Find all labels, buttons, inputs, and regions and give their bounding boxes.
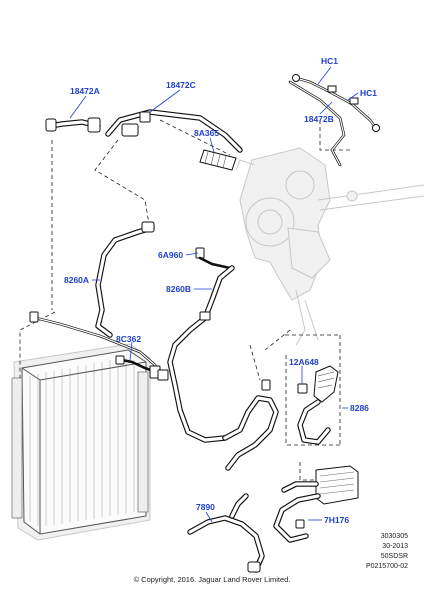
label-8260A[interactable]: 8260A [64, 275, 89, 285]
guide-lines [19, 119, 350, 481]
label-6A960[interactable]: 6A960 [158, 250, 183, 260]
label-HC1-right[interactable]: HC1 [360, 88, 377, 98]
label-8286[interactable]: 8286 [350, 403, 369, 413]
hose-18472B[interactable] [288, 74, 380, 167]
radiator-assembly [11, 343, 151, 541]
diagram-code-4: P0215700-02 [365, 563, 408, 570]
label-18472B[interactable]: 18472B [304, 114, 334, 124]
hose-8260A[interactable] [95, 221, 155, 338]
label-18472C[interactable]: 18472C [166, 80, 196, 90]
hose-7H176[interactable] [273, 481, 321, 543]
hose-18472A[interactable] [45, 117, 101, 133]
diagram-code-2: 30-2013 [382, 543, 408, 550]
label-7890[interactable]: 7890 [196, 502, 215, 512]
engine-ghost [235, 147, 424, 346]
label-18472A[interactable]: 18472A [70, 86, 100, 96]
label-8260B[interactable]: 8260B [166, 284, 191, 294]
label-8A365[interactable]: 8A365 [194, 128, 219, 138]
diagram-code-3: 50SDSR [380, 553, 408, 560]
hose-18472C[interactable] [105, 109, 243, 153]
copyright-notice: © Copyright, 2016. Jaguar Land Rover Lim… [133, 575, 291, 584]
label-HC1-top[interactable]: HC1 [321, 56, 338, 66]
label-8C362[interactable]: 8C362 [116, 334, 141, 344]
label-7H176[interactable]: 7H176 [324, 515, 349, 525]
part-labels: 18472A 18472C HC1 HC1 18472B 8A365 6A960… [64, 56, 377, 525]
hose-7890[interactable] [187, 493, 265, 573]
oil-cooler [315, 465, 359, 505]
diagram-code-1: 3030305 [380, 533, 408, 540]
sleeve-8A365[interactable] [199, 149, 237, 171]
reservoir-hose-8286[interactable] [297, 365, 339, 445]
label-12A648[interactable]: 12A648 [289, 357, 319, 367]
clip-6A960[interactable] [195, 247, 232, 270]
hose-8260B[interactable] [157, 265, 279, 471]
